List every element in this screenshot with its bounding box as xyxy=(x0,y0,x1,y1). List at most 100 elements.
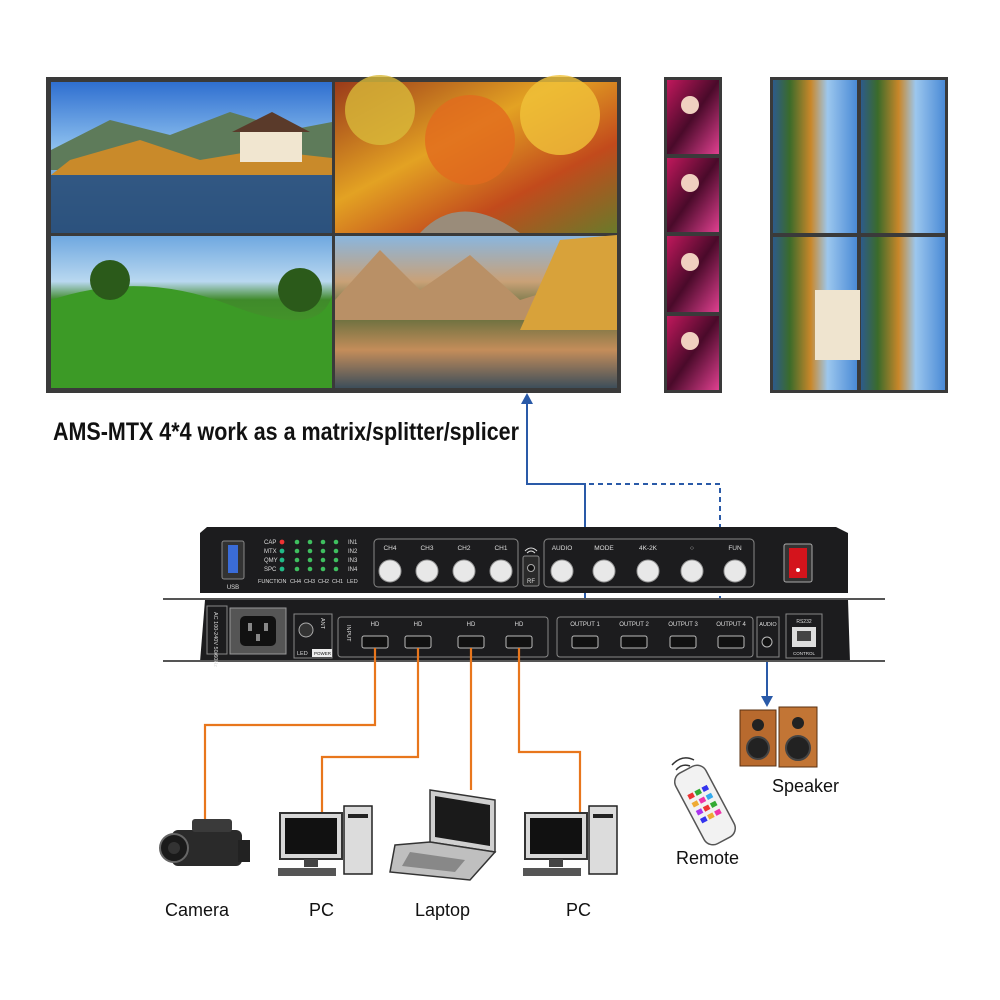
4k-2k-button[interactable] xyxy=(636,559,660,583)
standby-button[interactable] xyxy=(680,559,704,583)
function-row-label: QMY xyxy=(264,558,278,564)
audio-label: AUDIO xyxy=(759,622,777,628)
rs232-label: RS232 xyxy=(796,619,812,625)
antenna-connector-icon xyxy=(298,622,314,638)
ch1-button[interactable] xyxy=(489,559,513,583)
figure-shape xyxy=(681,332,699,350)
rj45-icon xyxy=(797,631,811,641)
camera-label: Camera xyxy=(165,900,230,920)
audio-jack[interactable] xyxy=(761,636,773,648)
figure-shape xyxy=(681,253,699,271)
tree-canopy xyxy=(520,75,600,155)
hdmi-input-port-3[interactable] xyxy=(457,635,485,649)
laptop-icon xyxy=(389,789,497,881)
arrowhead-up xyxy=(521,393,533,404)
control-label: CONTROL xyxy=(793,651,815,656)
4k-2k-button-label: 4K-2K xyxy=(639,545,658,552)
mode-button[interactable] xyxy=(592,559,616,583)
channel-button-panel xyxy=(373,538,519,588)
ch-bottom-label: CH4 xyxy=(290,579,301,585)
led-label: LED xyxy=(297,651,308,657)
wireless-icon xyxy=(524,547,538,554)
hdmi-input-port-4[interactable] xyxy=(505,635,533,649)
power-button-label: ○ xyxy=(690,545,694,552)
fun-button[interactable] xyxy=(723,559,747,583)
ch-bottom-label: CH2 xyxy=(318,579,329,585)
ch-bottom-label: CH3 xyxy=(304,579,315,585)
remote-icon xyxy=(673,764,737,846)
hdmi-input-port-1[interactable] xyxy=(361,635,389,649)
function-row-label: SPC xyxy=(264,567,277,573)
hdmi-output-port-2[interactable] xyxy=(620,635,648,649)
power-rocker-switch[interactable] xyxy=(789,548,807,578)
ch-label: CH3 xyxy=(420,545,433,552)
pc-left-cable xyxy=(320,648,420,812)
splitter-strip-4x1 xyxy=(664,77,722,393)
strip-screen-1 xyxy=(667,80,719,154)
strip-screen-2 xyxy=(667,158,719,232)
pc-right-icon xyxy=(523,805,618,876)
hdmi-input-label: HD xyxy=(371,622,380,628)
hdmi-output-port-3[interactable] xyxy=(669,635,697,649)
usb-label: USB xyxy=(227,585,239,591)
audio-box xyxy=(756,616,780,658)
input-group xyxy=(337,616,549,658)
ch4-button[interactable] xyxy=(378,559,402,583)
audio-button-label: AUDIO xyxy=(552,545,573,552)
arrowhead-down xyxy=(761,696,773,707)
hdmi-input-label: HD xyxy=(467,622,476,628)
usb-icon xyxy=(228,545,238,573)
output-label: OUTPUT 2 xyxy=(619,622,649,628)
ch-label: CH2 xyxy=(457,545,470,552)
power-spec-box xyxy=(206,605,228,655)
laptop-label: Laptop xyxy=(415,900,471,920)
power-spec-label: AC 100-240V 50/60Hz xyxy=(212,612,218,667)
fun-button-label: FUN xyxy=(728,545,742,552)
audio-button[interactable] xyxy=(550,559,574,583)
led-matrix-grid xyxy=(294,539,339,572)
output-label: OUTPUT 1 xyxy=(570,622,600,628)
power-indicator-icon xyxy=(796,568,800,572)
rotated-tile-4 xyxy=(861,237,945,390)
strip-screen-3 xyxy=(667,236,719,312)
output-label: OUTPUT 3 xyxy=(668,622,698,628)
function-row-label: CAP xyxy=(264,540,276,546)
pc-left-label: PC xyxy=(309,900,335,920)
chalet-rotated xyxy=(815,290,860,360)
power-label: POWER xyxy=(314,651,332,656)
iec-socket-icon xyxy=(240,616,276,646)
rf-sensor-icon xyxy=(527,564,535,572)
hdmi-output-port-1[interactable] xyxy=(571,635,599,649)
output-label: OUTPUT 4 xyxy=(716,622,746,628)
pc-right-cable xyxy=(517,648,582,812)
ch3-button[interactable] xyxy=(415,559,439,583)
ir-signal-icon xyxy=(671,757,695,771)
input-label: INPUT xyxy=(345,625,351,642)
output-1-cable xyxy=(526,400,586,628)
control-button-panel xyxy=(543,538,755,588)
rear-top-edge xyxy=(163,598,885,600)
tree-canopy xyxy=(425,95,515,185)
status-led-red xyxy=(279,539,285,545)
tree-shape xyxy=(90,260,130,300)
status-led xyxy=(279,548,285,554)
ch-label: CH4 xyxy=(383,545,396,552)
function-label: FUNCTION xyxy=(258,579,286,585)
hdmi-output-port-4[interactable] xyxy=(717,635,745,649)
speaker-icon xyxy=(739,706,818,768)
in-label: IN1 xyxy=(348,540,358,546)
matrix-front-panel: USB CAP MTX QMY SPC FUNCTION IN1 IN2 IN3… xyxy=(200,527,848,593)
figure-shape xyxy=(681,96,699,114)
rs232-box xyxy=(785,613,823,659)
status-led xyxy=(279,566,285,572)
rf-label: RF xyxy=(527,579,535,585)
camera-icon xyxy=(159,819,250,866)
video-wall-2x2 xyxy=(46,75,621,393)
ch2-button[interactable] xyxy=(452,559,476,583)
remote-label: Remote xyxy=(676,848,740,868)
hdmi-input-port-2[interactable] xyxy=(404,635,432,649)
video-wall-rotated xyxy=(770,77,948,393)
diagram-title: AMS-MTX 4*4 work as a matrix/splitter/sp… xyxy=(53,418,519,446)
